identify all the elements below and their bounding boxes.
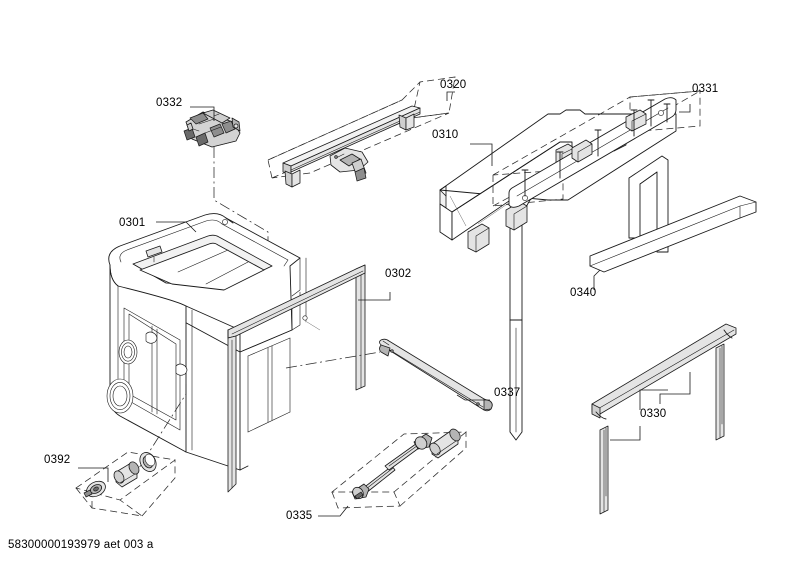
callout-label-0332: 0332	[156, 97, 182, 109]
centerline-0392	[138, 384, 187, 469]
callout-label-0331: 0331	[692, 83, 718, 95]
callout-label-0335: 0335	[286, 510, 312, 522]
callout-label-0301: 0301	[119, 217, 145, 229]
callout-label-0330: 0330	[640, 408, 666, 420]
part-0332-door-latch-assembly	[183, 106, 241, 148]
part-0335-screw-spacer-kit	[318, 428, 468, 517]
part-0340-flat-shelf-panel	[589, 195, 757, 290]
part-0301-main-cabinet-housing	[106, 213, 321, 471]
document-footer-code: 58300000193979 aet 003 a	[8, 539, 154, 551]
part-0337-support-strut-rod	[379, 338, 493, 412]
callout-label-0340: 0340	[570, 287, 596, 299]
callout-label-0337: 0337	[494, 387, 520, 399]
callout-label-0392: 0392	[44, 454, 70, 466]
centerline-0332	[213, 147, 269, 318]
callout-label-0302: 0302	[385, 268, 411, 280]
part-0302-door-seal-frame	[227, 264, 391, 493]
callout-label-0310: 0310	[432, 129, 458, 141]
part-0320-rail-bracket-kit	[267, 76, 456, 188]
part-0330-trim-strip-set	[591, 323, 737, 515]
part-0331-perforated-mounting-rail	[492, 90, 701, 208]
part-0392-bushing-grommet-kit	[75, 451, 176, 517]
centerline-0337	[285, 351, 381, 369]
callout-label-0320: 0320	[440, 79, 466, 91]
